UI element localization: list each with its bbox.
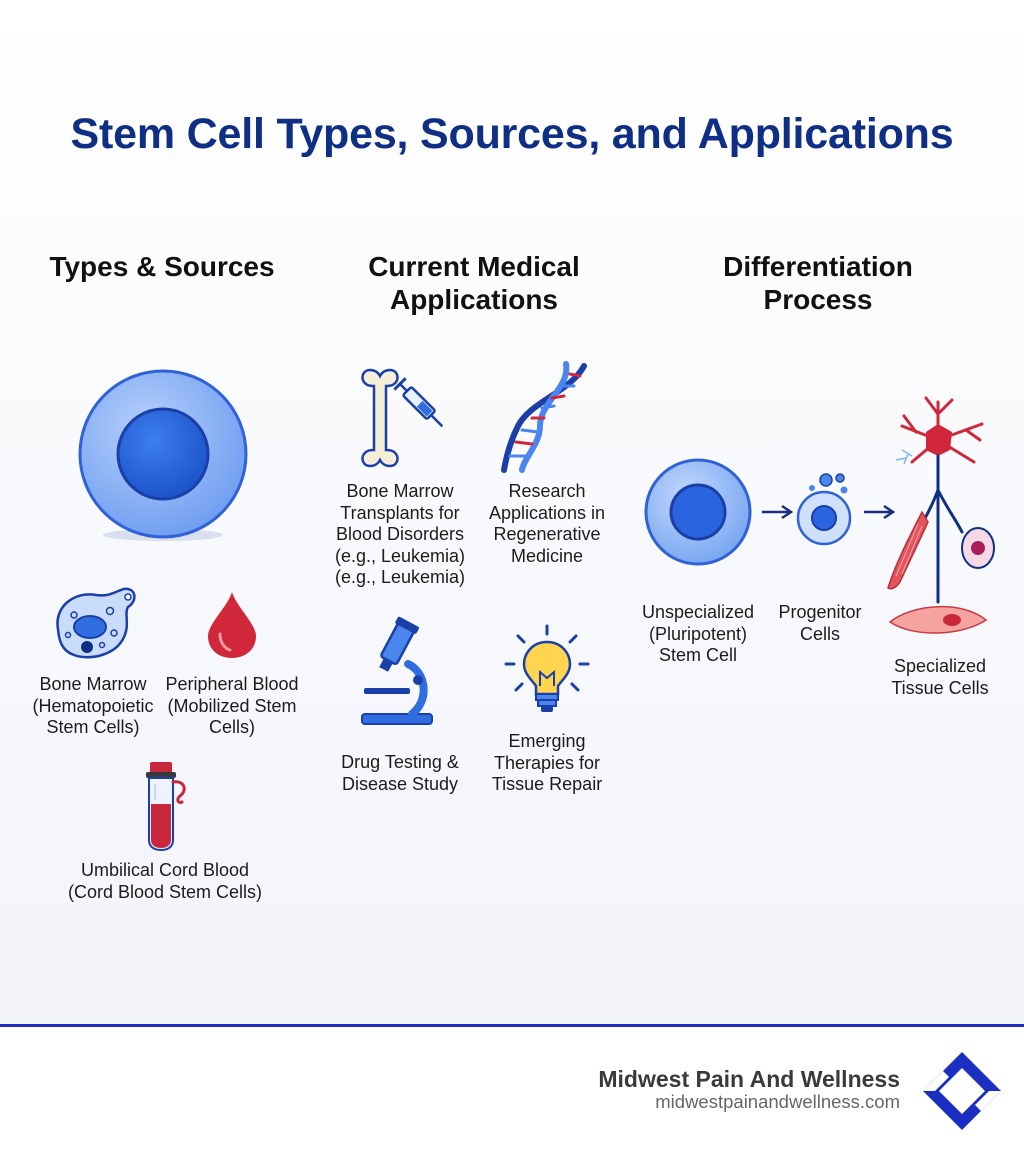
- types-sources-heading: Types & Sources: [49, 251, 275, 282]
- differentiation-heading: Differentiation Process: [723, 251, 913, 315]
- peripheral-blood-label: Peripheral Blood (Mobilized Stem Cells): [165, 674, 299, 737]
- emerging-therapies-label: Emerging Therapies for Tissue Repair: [491, 731, 603, 794]
- page-title: Stem Cell Types, Sources, and Applicatio…: [70, 110, 954, 158]
- progenitor-cell-icon: [796, 473, 852, 546]
- cord-blood-label: Umbilical Cord Blood (Cord Blood Stem Ce…: [67, 860, 263, 902]
- footer: [0, 1027, 1024, 1154]
- footer-divider: [0, 1024, 1024, 1027]
- stem-cell-label: Unspecialized (Pluripotent) Stem Cell: [641, 602, 755, 665]
- brand-url[interactable]: midwestpainandwellness.com: [655, 1091, 900, 1112]
- dna-icon: [501, 361, 587, 473]
- specialized-cells-label: Specialized Tissue Cells: [891, 656, 989, 698]
- bone-marrow-transplant-label: Bone Marrow Transplants for Blood Disord…: [334, 481, 466, 587]
- drug-testing-label: Drug Testing & Disease Study: [341, 752, 459, 794]
- large-stem-cell-icon: [78, 369, 248, 541]
- bone-marrow-cell-icon: [56, 587, 136, 659]
- lightbulb-icon: [504, 624, 590, 712]
- specialized-cells-icon: [887, 396, 995, 634]
- cord-blood-vial-icon: [146, 762, 186, 852]
- arrow-icon: [864, 504, 896, 520]
- diamond-logo-icon: [923, 1052, 1001, 1130]
- applications-heading: Current Medical Applications: [368, 251, 580, 315]
- blood-drop-icon: [208, 592, 256, 658]
- bone-syringe-icon: [361, 368, 444, 468]
- research-applications-label: Research Applications in Regenerative Me…: [488, 481, 606, 566]
- bone-marrow-label: Bone Marrow (Hematopoietic Stem Cells): [32, 674, 154, 737]
- arrow-icon: [762, 504, 794, 520]
- microscope-icon: [361, 616, 433, 725]
- brand-name: Midwest Pain And Wellness: [598, 1066, 900, 1092]
- stem-cell-icon: [644, 458, 752, 566]
- progenitor-cells-label: Progenitor Cells: [778, 602, 862, 644]
